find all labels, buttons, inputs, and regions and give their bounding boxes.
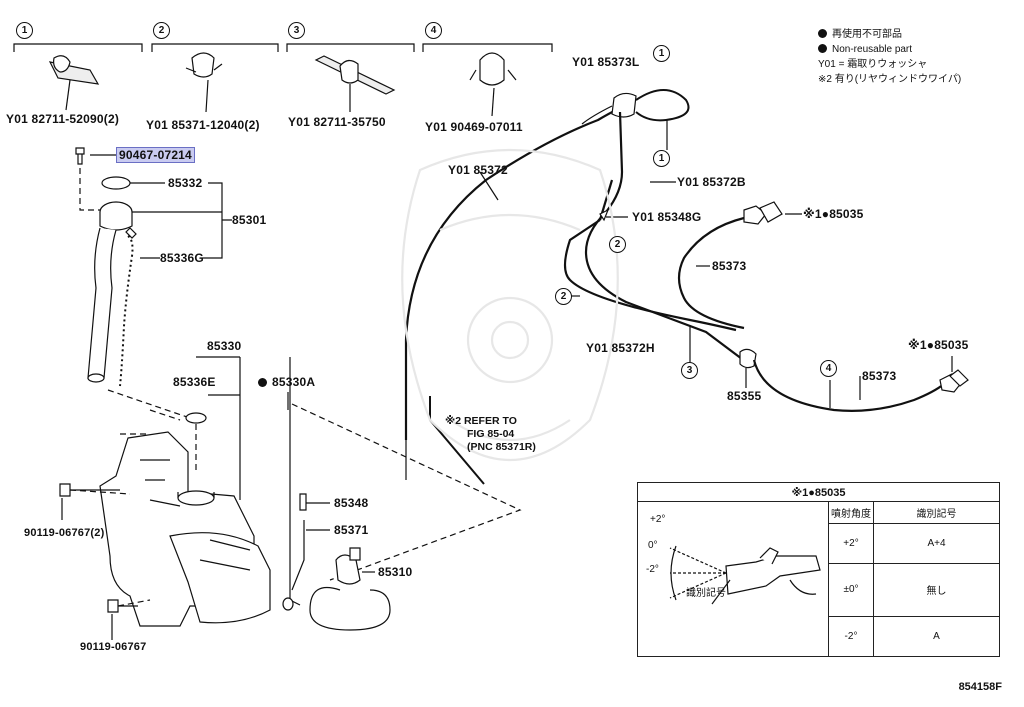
bullet-icon [818,44,827,53]
row-angle-plus: +2° [828,523,874,564]
callout-85372h[interactable]: Y01 85372H [586,341,655,355]
callout-85373l[interactable]: Y01 85373L [572,55,640,69]
row-code-minus: A [873,616,1000,657]
callout-90119-06767-2[interactable]: 90119-06767(2) [24,527,105,539]
callout-85372b[interactable]: Y01 85372B [677,175,746,189]
angle-minus-label: -2° [646,564,659,575]
clip-3-drawing [314,55,396,112]
reference-line-2: FIG 85-04 [467,428,515,440]
callout-85035-upper[interactable]: ※1●85035 [803,207,864,221]
table-title: ※1●85035 [637,482,1000,502]
group-1-part: Y01 82711-52090(2) [6,112,120,126]
callout-85373-lower[interactable]: 85373 [862,369,897,383]
callout-85371[interactable]: 85371 [334,523,369,537]
nonreusable-bullet-icon [258,378,267,387]
clip-4-drawing [469,52,517,117]
callout-90467-07214[interactable]: 90467-07214 [116,147,195,163]
group-3-part: Y01 82711-35750 [288,115,386,129]
legend: 再使用不可部品 Non-reusable part Y01 = 霜取りウォッシャ… [818,27,961,87]
row-angle-zero: ±0° [828,562,874,618]
header-angle: 噴射角度 [828,501,874,524]
callout-85330[interactable]: 85330 [207,339,242,353]
group-4-part: Y01 90469-07011 [425,120,523,134]
reference-line-1: ※2 REFER TO [445,415,517,427]
group-marker-3: 3 [288,22,305,39]
route-marker-2b: 2 [555,288,572,305]
callout-85348[interactable]: 85348 [334,496,369,510]
route-marker-1a: 1 [653,45,670,62]
route-marker-1b: 1 [653,150,670,167]
callout-85355[interactable]: 85355 [727,389,762,403]
callout-85373-upper[interactable]: 85373 [712,259,747,273]
callout-85348g[interactable]: Y01 85348G [632,210,702,224]
row-code-plus: A+4 [873,523,1000,564]
clip-2-drawing [185,52,223,113]
callout-85336e[interactable]: 85336E [173,375,216,389]
angle-plus-label: +2° [650,514,666,525]
legend-item-note2: ※2 有り(リヤウィンドウワイパ) [818,74,962,85]
tank-drawing [99,431,271,627]
clip-1-drawing [48,55,100,111]
angle-zero-label: 0° [648,540,658,551]
callout-85330a[interactable]: 85330A [258,375,315,389]
table-diagram-cell: +2° 0° -2° 識別記号 [637,501,829,657]
legend-item-y01: Y01 = 霜取りウォッシャ [818,59,928,70]
watermark-emblem [401,148,619,461]
mark-label: 識別記号 [686,588,726,599]
header-code: 識別記号 [873,501,1000,524]
route-marker-4: 4 [820,360,837,377]
row-angle-minus: -2° [828,616,874,657]
callout-90119-06767[interactable]: 90119-06767 [80,641,147,653]
callout-85336g[interactable]: 85336G [160,251,204,265]
callout-85310[interactable]: 85310 [378,565,413,579]
legend-item-nonreusable-en: Non-reusable part [818,42,961,57]
callout-85301[interactable]: 85301 [232,213,267,227]
group-marker-1: 1 [16,22,33,39]
route-marker-2a: 2 [609,236,626,253]
spray-angle-table: ※1●85035 +2° 0° -2° 識別記号 噴射角度 識別記号 +2° A… [637,482,1000,657]
bullet-icon [818,29,827,38]
figure-id: 854158F [958,681,1002,693]
reference-line-3: (PNC 85371R) [467,441,536,453]
group-marker-4: 4 [425,22,442,39]
reference-note: ※2 REFER TO FIG 85-04 (PNC 85371R) [445,415,536,454]
legend-item-nonreusable-ja: 再使用不可部品 [818,27,961,42]
row-code-zero: 無し [873,562,1000,618]
callout-85035-lower[interactable]: ※1●85035 [908,338,969,352]
route-marker-3: 3 [681,362,698,379]
bolt-90467-drawing [75,147,85,165]
group-2-part: Y01 85371-12040(2) [146,118,260,132]
callout-85372[interactable]: Y01 85372 [448,163,508,177]
group-marker-2: 2 [153,22,170,39]
callout-85332[interactable]: 85332 [168,176,203,190]
